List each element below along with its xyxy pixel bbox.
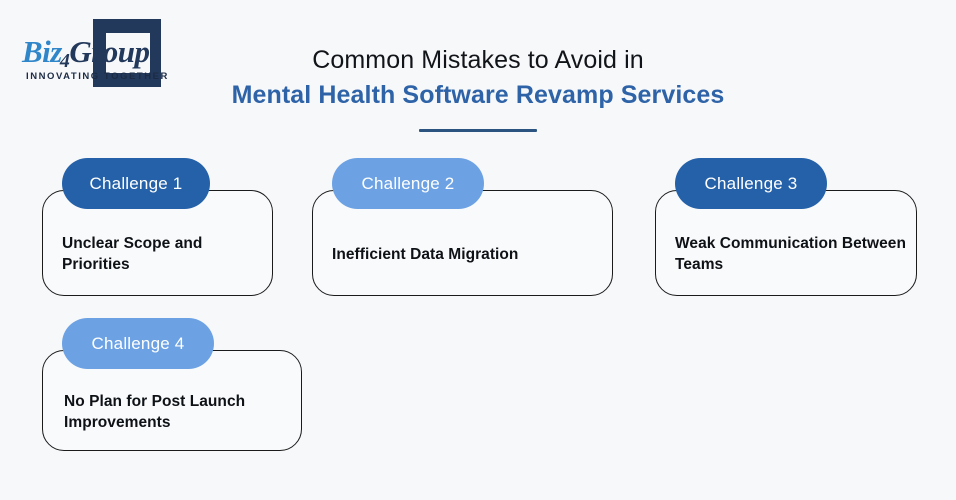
heading-line-accent: Mental Health Software Revamp Services — [231, 81, 725, 109]
page-heading: Common Mistakes to Avoid in Mental Healt… — [0, 44, 956, 132]
challenge-badge-3: Challenge 3 — [675, 158, 827, 209]
brand-logo: Biz4Group INNOVATING TOGETHER — [18, 16, 178, 96]
logo-text-biz: Biz — [22, 34, 62, 69]
challenge-card-4-title: No Plan for Post Launch Improvements — [64, 393, 246, 432]
challenge-card-4: No Plan for Post Launch Improvements — [42, 350, 302, 451]
logo-text-group: Group — [69, 34, 150, 69]
heading-line-primary: Common Mistakes to Avoid in — [312, 46, 644, 74]
challenge-card-1-title: Unclear Scope and Priorities — [62, 235, 203, 274]
logo-text-digit: 4 — [59, 50, 70, 72]
challenge-badge-2: Challenge 2 — [332, 158, 484, 209]
heading-underline-rule — [419, 128, 537, 132]
logo-bracket-notch — [106, 33, 150, 73]
challenge-card-2-title: Inefficient Data Migration — [332, 246, 519, 263]
challenge-card-3-title: Weak Communication Between Teams — [675, 235, 906, 274]
logo-wordmark: Biz4Group — [22, 34, 150, 71]
logo-tagline: INNOVATING TOGETHER — [26, 71, 169, 82]
challenge-badge-4: Challenge 4 — [62, 318, 214, 369]
challenge-badge-1: Challenge 1 — [62, 158, 210, 209]
